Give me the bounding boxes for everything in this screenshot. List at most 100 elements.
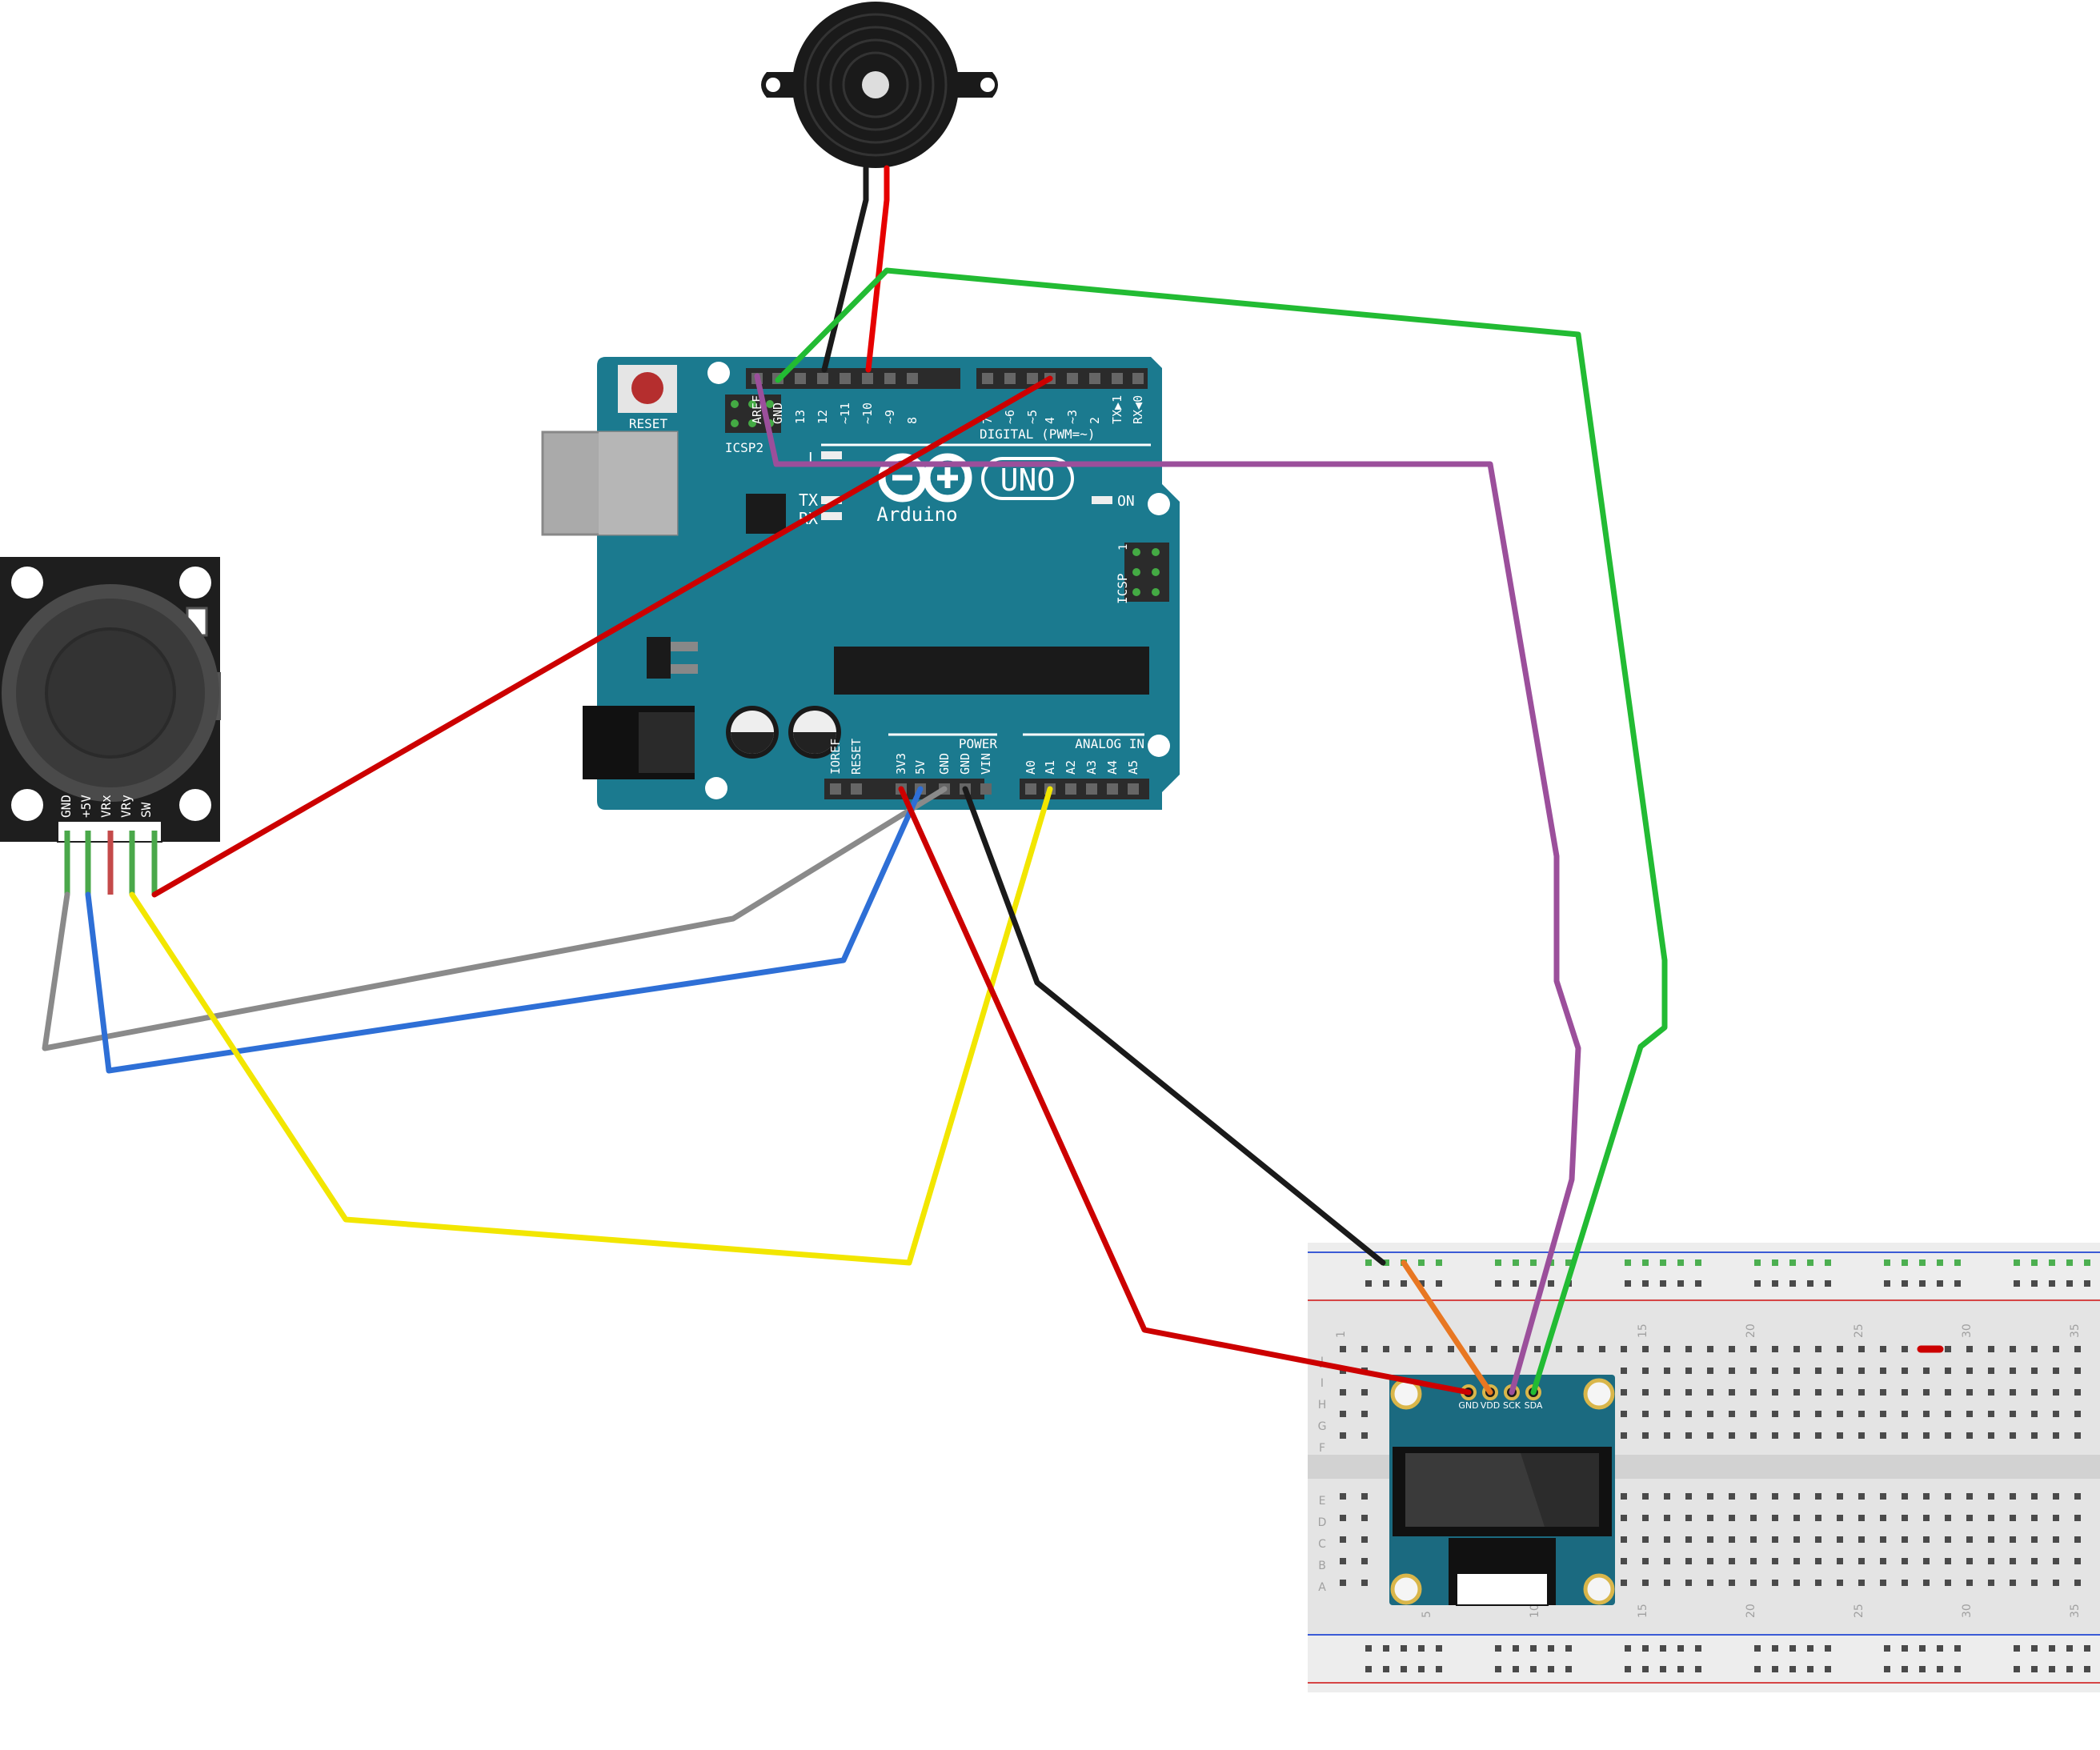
breadboard-hole[interactable] — [2031, 1432, 2038, 1439]
breadboard-hole[interactable] — [2053, 1536, 2059, 1543]
breadboard-hole[interactable] — [2031, 1368, 2038, 1374]
breadboard-hole[interactable] — [1664, 1346, 1670, 1352]
breadboard-hole[interactable] — [1754, 1259, 1761, 1266]
wire-orange-breadboard-to-oled-vdd[interactable] — [1401, 1259, 1493, 1396]
breadboard-hole[interactable] — [1750, 1432, 1757, 1439]
breadboard-hole[interactable] — [1340, 1346, 1346, 1352]
breadboard-hole[interactable] — [1677, 1666, 1684, 1672]
breadboard-hole[interactable] — [2031, 1580, 2038, 1586]
breadboard-hole[interactable] — [1815, 1493, 1821, 1500]
digital-pin[interactable] — [1027, 373, 1038, 384]
breadboard-hole[interactable] — [1837, 1346, 1843, 1352]
breadboard-hole[interactable] — [1954, 1259, 1961, 1266]
breadboard-hole[interactable] — [1815, 1368, 1821, 1374]
breadboard-hole[interactable] — [1754, 1280, 1761, 1287]
breadboard-hole[interactable] — [1858, 1558, 1865, 1564]
breadboard-hole[interactable] — [1825, 1666, 1831, 1672]
breadboard-hole[interactable] — [1945, 1580, 1951, 1586]
breadboard-hole[interactable] — [1945, 1411, 1951, 1417]
breadboard-hole[interactable] — [1621, 1536, 1627, 1543]
breadboard-hole[interactable] — [2066, 1645, 2073, 1652]
joystick-module[interactable]: GND +5V VRx VRy SW — [0, 557, 221, 895]
digital-pin[interactable] — [1112, 373, 1123, 384]
wire-gray-gnd-to-joystick-gnd[interactable] — [42, 786, 948, 1051]
breadboard-hole[interactable] — [1884, 1666, 1890, 1672]
breadboard-hole[interactable] — [1707, 1346, 1713, 1352]
breadboard-hole[interactable] — [1642, 1558, 1649, 1564]
breadboard-hole[interactable] — [1880, 1580, 1886, 1586]
breadboard-hole[interactable] — [1815, 1536, 1821, 1543]
analog-pin[interactable] — [1025, 783, 1036, 795]
breadboard-hole[interactable] — [1677, 1259, 1684, 1266]
breadboard-hole[interactable] — [1772, 1515, 1778, 1521]
breadboard-hole[interactable] — [1660, 1645, 1666, 1652]
breadboard-hole[interactable] — [1361, 1536, 1368, 1543]
breadboard-hole[interactable] — [1513, 1280, 1519, 1287]
breadboard-hole[interactable] — [1988, 1432, 1994, 1439]
breadboard-hole[interactable] — [2053, 1580, 2059, 1586]
breadboard-hole[interactable] — [1937, 1666, 1943, 1672]
analog-header[interactable] — [1020, 779, 1149, 799]
breadboard-hole[interactable] — [2031, 1280, 2038, 1287]
breadboard-hole[interactable] — [1340, 1515, 1346, 1521]
breadboard-hole[interactable] — [1966, 1580, 1973, 1586]
breadboard-hole[interactable] — [1937, 1280, 1943, 1287]
breadboard-hole[interactable] — [2053, 1558, 2059, 1564]
breadboard-hole[interactable] — [1919, 1280, 1926, 1287]
breadboard-hole[interactable] — [1625, 1280, 1631, 1287]
breadboard-hole[interactable] — [2053, 1493, 2059, 1500]
breadboard-hole[interactable] — [1685, 1432, 1692, 1439]
breadboard-hole[interactable] — [1365, 1259, 1372, 1266]
breadboard-hole[interactable] — [1923, 1558, 1930, 1564]
breadboard-hole[interactable] — [1789, 1666, 1796, 1672]
breadboard-hole[interactable] — [2010, 1536, 2016, 1543]
breadboard-hole[interactable] — [1858, 1346, 1865, 1352]
breadboard-hole[interactable] — [1401, 1645, 1407, 1652]
breadboard-hole[interactable] — [1750, 1493, 1757, 1500]
digital-pin[interactable] — [1004, 373, 1016, 384]
breadboard-hole[interactable] — [1565, 1645, 1572, 1652]
wire-green-d13-to-oled-sda[interactable] — [775, 267, 1668, 1396]
breadboard-hole[interactable] — [2066, 1259, 2073, 1266]
breadboard-hole[interactable] — [1664, 1411, 1670, 1417]
breadboard-hole[interactable] — [1966, 1536, 1973, 1543]
breadboard-hole[interactable] — [2031, 1259, 2038, 1266]
breadboard-hole[interactable] — [1365, 1645, 1372, 1652]
breadboard-hole[interactable] — [1789, 1645, 1796, 1652]
breadboard-hole[interactable] — [1621, 1432, 1627, 1439]
analog-pin[interactable] — [1065, 783, 1076, 795]
breadboard-hole[interactable] — [1807, 1666, 1813, 1672]
breadboard-hole[interactable] — [1902, 1411, 1908, 1417]
breadboard-hole[interactable] — [1621, 1346, 1627, 1352]
breadboard-hole[interactable] — [1436, 1645, 1442, 1652]
breadboard-hole[interactable] — [1729, 1411, 1735, 1417]
breadboard-hole[interactable] — [1966, 1411, 1973, 1417]
breadboard-hole[interactable] — [1902, 1280, 1908, 1287]
breadboard-hole[interactable] — [2066, 1280, 2073, 1287]
breadboard-hole[interactable] — [2010, 1580, 2016, 1586]
breadboard-hole[interactable] — [1660, 1259, 1666, 1266]
breadboard-hole[interactable] — [1729, 1558, 1735, 1564]
breadboard-hole[interactable] — [2031, 1411, 2038, 1417]
breadboard-hole[interactable] — [1750, 1389, 1757, 1396]
breadboard-hole[interactable] — [1642, 1645, 1649, 1652]
breadboard-hole[interactable] — [1495, 1666, 1501, 1672]
breadboard-hole[interactable] — [1919, 1645, 1926, 1652]
breadboard-hole[interactable] — [1495, 1259, 1501, 1266]
breadboard-hole[interactable] — [1340, 1580, 1346, 1586]
breadboard-hole[interactable] — [1534, 1346, 1541, 1352]
breadboard-hole[interactable] — [1642, 1368, 1649, 1374]
breadboard-hole[interactable] — [1858, 1389, 1865, 1396]
breadboard-hole[interactable] — [1340, 1536, 1346, 1543]
breadboard-hole[interactable] — [1923, 1493, 1930, 1500]
reset-button[interactable] — [631, 372, 663, 404]
breadboard-hole[interactable] — [1513, 1259, 1519, 1266]
breadboard-hole[interactable] — [1923, 1368, 1930, 1374]
breadboard-hole[interactable] — [1772, 1645, 1778, 1652]
breadboard-hole[interactable] — [2031, 1666, 2038, 1672]
power-pin[interactable] — [830, 783, 841, 795]
breadboard-hole[interactable] — [1621, 1580, 1627, 1586]
breadboard-hole[interactable] — [2031, 1389, 2038, 1396]
breadboard-hole[interactable] — [1858, 1411, 1865, 1417]
breadboard-hole[interactable] — [1685, 1368, 1692, 1374]
